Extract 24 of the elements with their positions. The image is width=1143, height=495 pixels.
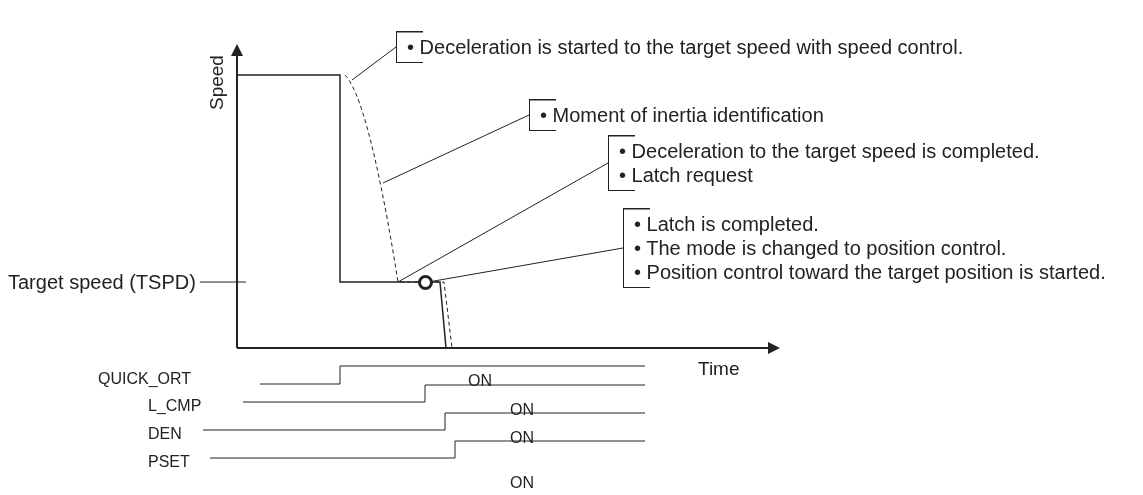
callout-text: • Latch request — [619, 163, 754, 187]
leader-line — [397, 162, 609, 283]
signal-name: PSET — [148, 453, 190, 471]
state-label: ON — [510, 429, 534, 447]
leader-line — [351, 46, 397, 81]
axis-value-label: Target speed (TSPD) — [8, 270, 196, 294]
axis-label: Time — [698, 358, 740, 380]
callout-text: • Latch is completed. — [634, 212, 820, 236]
axis-label: Speed — [206, 55, 228, 110]
callout-text: • Position control toward the target position is started. — [634, 260, 1106, 284]
state-label: ON — [510, 474, 534, 492]
leader-line — [199, 281, 229, 283]
signal-name: DEN — [148, 425, 182, 443]
signal-name: L_CMP — [148, 397, 202, 415]
callout-text: • Deceleration is started to the target speed with speed control. — [407, 35, 964, 59]
state-label: ON — [510, 401, 534, 419]
callout-text: • The mode is changed to position control. — [634, 236, 1008, 260]
callout-text: • Deceleration to the target speed is completed. — [619, 139, 1040, 163]
actual-speed-curve — [344, 74, 453, 349]
signal-name: QUICK_ORT — [98, 370, 192, 388]
leader-line — [382, 114, 530, 184]
state-label: ON — [468, 372, 492, 390]
callout-text: • Moment of inertia identification — [540, 103, 824, 127]
leader-line — [432, 247, 624, 282]
